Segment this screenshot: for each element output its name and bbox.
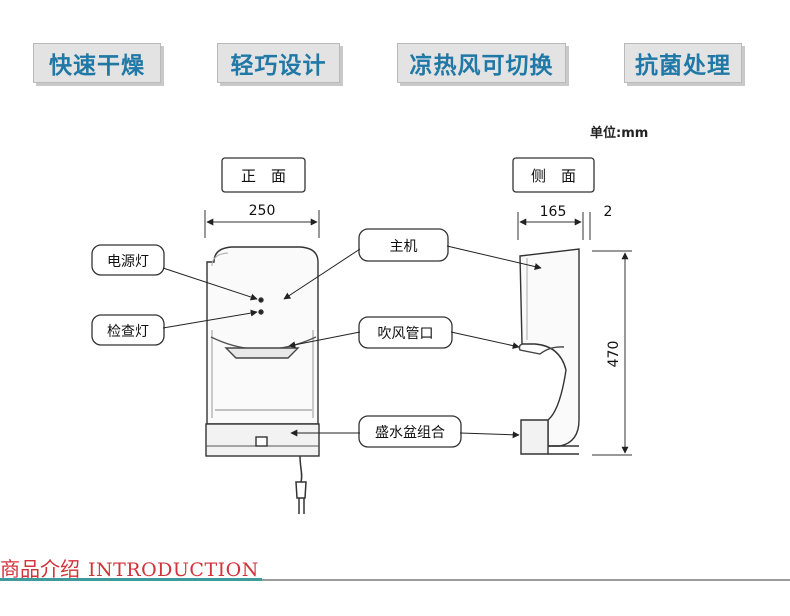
section-title: 商品介绍 INTRODUCTION — [0, 553, 259, 581]
feature-tag-hot-cold-switch: 凉热风可切换 — [397, 43, 566, 83]
hand-dryer-diagram: 单位:mm 正 面 侧 面 250 165 2 470 — [91, 125, 648, 514]
front-view-device — [205, 246, 320, 457]
front-width-dimension: 250 — [204, 203, 320, 238]
feature-tag-compact-design: 轻巧设计 — [217, 43, 340, 83]
callout-water-tray: 盛水盆组合 — [290, 415, 520, 448]
svg-text:检查灯: 检查灯 — [107, 324, 149, 340]
callout-main-unit: 主机 — [283, 228, 542, 300]
section-title-underline — [0, 578, 262, 581]
svg-text:吹风管口: 吹风管口 — [378, 326, 434, 342]
svg-text:电源灯: 电源灯 — [107, 254, 149, 270]
callout-power-light: 电源灯 — [91, 244, 258, 301]
svg-text:2: 2 — [604, 204, 613, 220]
svg-text:正 面: 正 面 — [241, 167, 286, 185]
side-view-device — [518, 248, 580, 455]
svg-text:165: 165 — [540, 204, 567, 220]
side-view-label: 侧 面 — [512, 157, 595, 193]
section-title-en: INTRODUCTION — [88, 559, 259, 581]
svg-text:250: 250 — [249, 203, 276, 219]
feature-tag-antibacterial: 抗菌处理 — [624, 43, 742, 83]
power-cord — [295, 455, 307, 514]
front-view-label: 正 面 — [221, 157, 306, 193]
side-depth-dimension: 165 2 — [517, 204, 613, 240]
callout-air-outlet: 吹风管口 — [288, 316, 520, 350]
unit-label: 单位:mm — [590, 125, 648, 141]
feature-tag-quick-dry: 快速干燥 — [33, 43, 161, 83]
svg-text:470: 470 — [606, 341, 622, 368]
height-dimension: 470 — [592, 250, 632, 456]
section-divider — [0, 579, 790, 581]
callout-check-light: 检查灯 — [91, 309, 258, 346]
svg-text:主机: 主机 — [390, 239, 418, 255]
section-title-cn: 商品介绍 — [0, 557, 80, 581]
svg-text:侧 面: 侧 面 — [531, 167, 576, 185]
svg-text:盛水盆组合: 盛水盆组合 — [375, 425, 445, 441]
